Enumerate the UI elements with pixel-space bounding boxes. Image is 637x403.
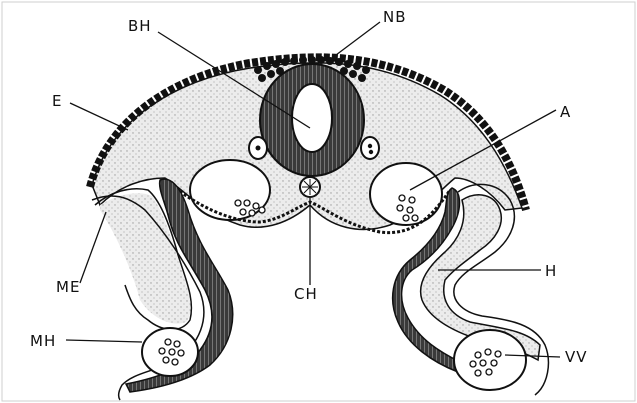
label-h: H <box>545 262 557 280</box>
right-vitelline-vein <box>454 330 526 390</box>
left-vitelline-vein <box>142 328 198 376</box>
notochord <box>300 177 320 197</box>
label-a: A <box>560 103 571 121</box>
small-vessel-left <box>249 137 267 159</box>
label-vv: VV <box>565 348 588 366</box>
neural-canal <box>292 84 332 152</box>
left-dorsal-aorta <box>190 160 270 220</box>
right-dorsal-aorta <box>370 163 442 225</box>
small-vessel-right <box>361 137 379 159</box>
label-bh: BH <box>128 17 152 35</box>
label-mh: MH <box>30 332 56 350</box>
label-ch: CH <box>294 285 318 303</box>
label-me: ME <box>56 278 80 296</box>
label-nb: NB <box>383 8 407 26</box>
label-e: E <box>52 92 62 110</box>
